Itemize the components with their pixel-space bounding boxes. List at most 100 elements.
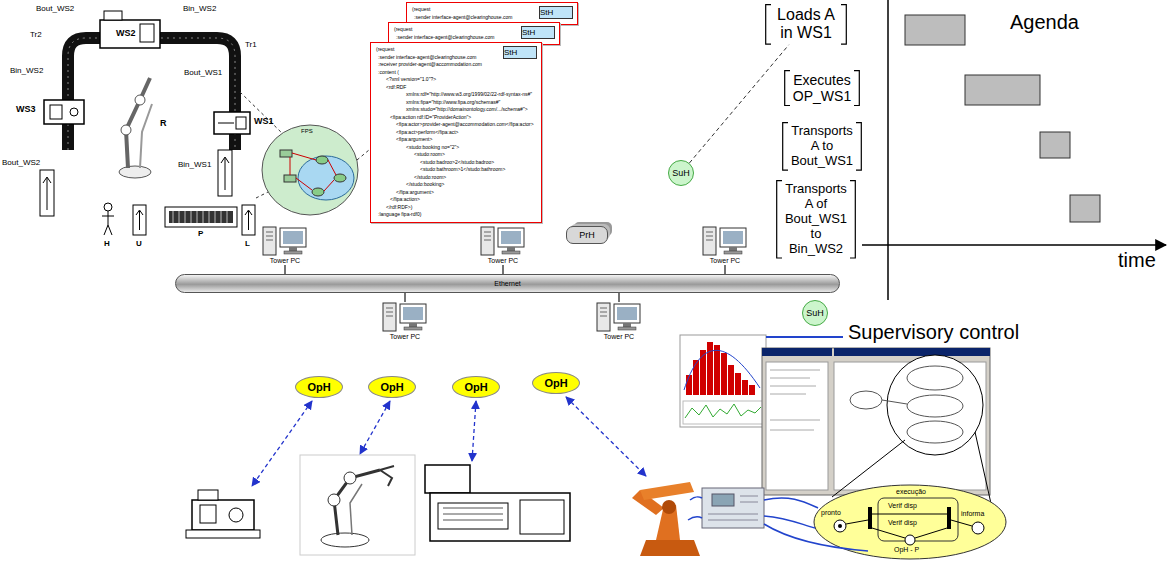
diagram-label: Bin_WS2 (183, 4, 216, 13)
message-line: xmlns:fipa="http://www.fipa.org/schemas#… (406, 99, 500, 107)
tower-pc: Tower PC (594, 302, 644, 341)
message-line: </studo:room> (414, 174, 446, 182)
bracket-text: Loads A in WS1 (771, 6, 841, 43)
bracket-line (766, 5, 847, 44)
bus-label: Ethernet (176, 275, 839, 292)
bracket-text: Transports A of Bout_WS1 to Bin_WS2 (782, 182, 850, 257)
tower-pc: Tower PC (260, 226, 310, 265)
diagram-label: OpH - P (894, 546, 919, 554)
pc-icon-holder (380, 302, 430, 332)
pc-icon (480, 226, 526, 256)
node-label: OpH (369, 377, 415, 397)
connector (284, 265, 286, 274)
sth-box: StH (503, 46, 537, 59)
prh-stack: PrH (566, 226, 608, 244)
diagram-label: Bin_WS1 (178, 160, 211, 169)
bracket-text: Executes OP_WS1 (790, 72, 854, 104)
diagram-label: Bin_WS2 (10, 66, 43, 75)
diagram-label: Tr1 (245, 40, 257, 49)
message-line: <fipa:argument> (396, 136, 432, 144)
connector (404, 293, 406, 302)
pc-label: Tower PC (260, 256, 310, 265)
diagram-label: Bout_WS2 (36, 4, 74, 13)
diagram-label: L (245, 239, 250, 248)
tower-pc: Tower PC (380, 302, 430, 341)
suh-circle: SuH (802, 300, 828, 326)
agenda-bracket: Executes OP_WS1 (784, 70, 860, 106)
message-line: (request (394, 26, 412, 34)
message-line: <studo:room> (414, 151, 445, 159)
message-line: <fipa:action rdf:ID="ProviderAction"> (390, 114, 471, 122)
message-line: :language fipa-rdf0) (378, 211, 421, 219)
message-line: xmlns:studo="http://domainontology.com/.… (406, 106, 528, 114)
sth-box: StH (521, 26, 555, 39)
diagram-label: Bout_WS2 (2, 158, 40, 167)
node-label: StH (522, 27, 535, 38)
message-line: <?xml version="1.0"?> (386, 76, 436, 84)
diagram-label: Tr2 (30, 30, 42, 39)
oph-ellipse: OpH (295, 376, 343, 398)
node-label: PrH (567, 227, 607, 243)
message-line: </rdf:RDF>) (386, 204, 412, 212)
message-line: (request (412, 6, 430, 14)
diagram-label: execução (896, 488, 926, 496)
node-label: SuH (669, 161, 693, 185)
message-line: :sender interface-agent@clearinghouse.co… (396, 34, 494, 42)
pc-label: Tower PC (700, 256, 750, 265)
pc-icon (382, 302, 428, 332)
diagram-label: time (1118, 250, 1156, 271)
connector (724, 265, 726, 274)
diagram-label: FPS (301, 128, 313, 135)
pc-icon-holder (260, 226, 310, 256)
pc-label: Tower PC (478, 256, 528, 265)
message-line: <studo:booking no="2"> (406, 144, 459, 152)
node-label: OpH (296, 377, 342, 397)
pc-icon-holder (594, 302, 644, 332)
diagram-label: pronto (821, 509, 841, 517)
message-line: :sender interface-agent@clearinghouse.co… (414, 14, 512, 22)
pc-icon (596, 302, 642, 332)
pc-icon (702, 226, 748, 256)
message-line: :sender interface-agent@clearinghouse.co… (378, 54, 476, 62)
bracket-line (777, 181, 856, 258)
message-line: :receiver provider-agent@accommodation.c… (378, 61, 482, 69)
node-label: SuH (803, 301, 827, 325)
diagram-label: Verif disp (888, 502, 917, 510)
agenda-bracket: Transports A of Bout_WS1 to Bin_WS2 (776, 180, 856, 259)
bracket-line (785, 71, 860, 106)
message-line: xmlns:rdf="http://www.w3.org/1999/02/22-… (406, 91, 532, 99)
message-line: <rdf:RDF (386, 84, 406, 92)
message-document: (request:sender interface-agent@clearing… (370, 42, 542, 223)
message-line: :content ( (378, 69, 399, 77)
oph-ellipse: OpH (368, 376, 416, 398)
tower-pc: Tower PC (700, 226, 750, 265)
message-line: <studo:badroo>2</studo:badroo> (420, 159, 494, 167)
connector (689, 45, 788, 163)
message-line: (request (376, 46, 394, 54)
diagram-label: WS3 (16, 104, 36, 114)
message-line: </fipa:argument> (396, 189, 434, 197)
diagram-label: H (104, 239, 110, 248)
diagram-label: informa (961, 510, 984, 518)
message-line: <fipa:actor>provider-agent@accommodation… (396, 121, 534, 129)
diagram-label: WS2 (116, 28, 136, 38)
bracket-line (783, 123, 862, 170)
pc-icon-holder (478, 226, 528, 256)
agenda-bracket: Loads A in WS1 (765, 4, 847, 45)
diagram-label: Bout_WS1 (184, 68, 222, 77)
message-line: <fipa:act>perform</fipa:act> (396, 129, 459, 137)
pc-label: Tower PC (594, 332, 644, 341)
diagram-label: WS1 (254, 116, 274, 126)
diagram-label: Supervisory control (848, 322, 1019, 343)
node-label: StH (504, 47, 517, 58)
pc-label: Tower PC (380, 332, 430, 341)
suh-circle: SuH (668, 160, 694, 186)
message-line: </fipa:action> (390, 196, 420, 204)
diagram-label: Agenda (1010, 12, 1079, 33)
pc-icon-holder (700, 226, 750, 256)
diagram-label: R (160, 118, 167, 128)
node-label: OpH (453, 377, 499, 397)
pc-icon (262, 226, 308, 256)
oph-ellipse: OpH (452, 376, 500, 398)
